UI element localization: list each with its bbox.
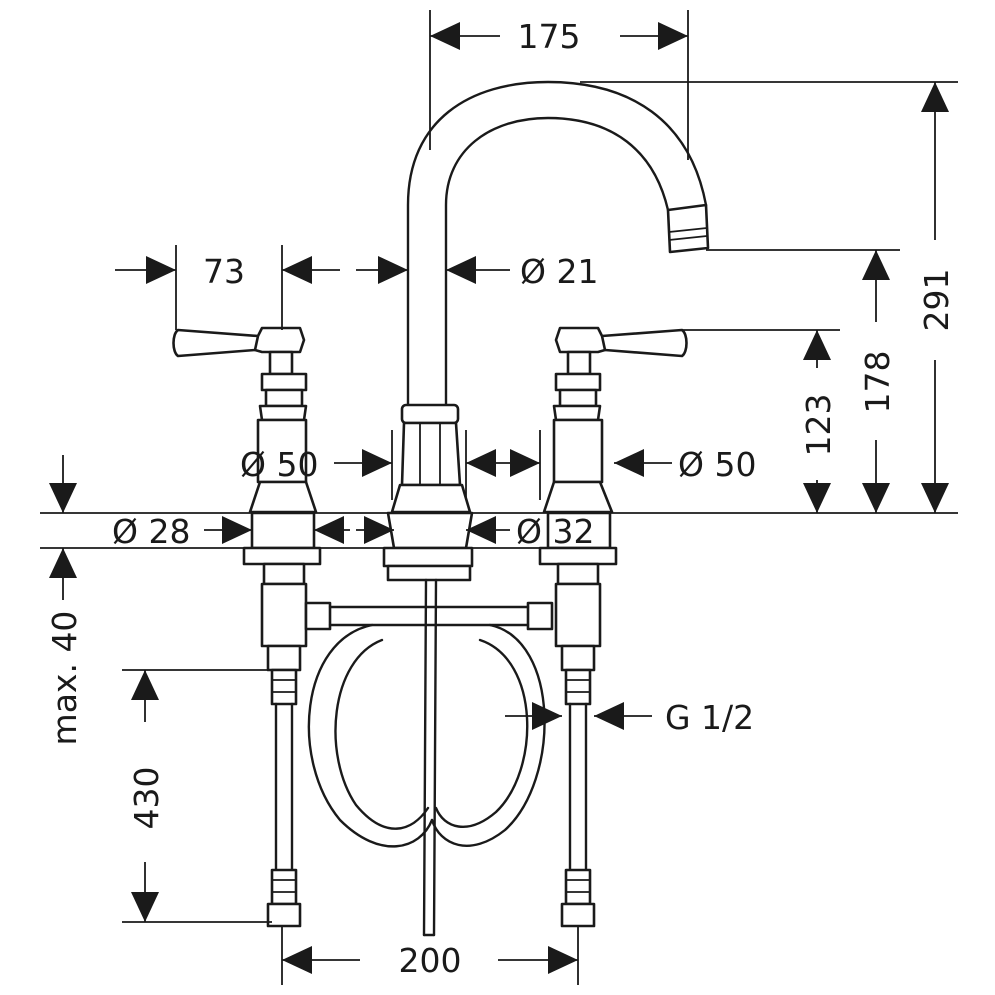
label-handle-offset: 73 — [203, 252, 245, 291]
dim-handle-height: 123 — [682, 329, 840, 513]
dim-overall-height: 291 — [580, 81, 958, 513]
dim-spout-outlet-height: 178 — [706, 249, 900, 513]
dim-handle-offset: 73 — [115, 245, 340, 330]
dim-right-valve-diameter: Ø 50 — [614, 445, 756, 484]
dim-spout-reach: 175 — [429, 10, 689, 160]
label-connection-thread: G 1/2 — [665, 698, 754, 737]
label-hose-length: 430 — [127, 767, 166, 830]
left-supply-hose — [266, 668, 302, 928]
label-left-shank-diameter: Ø 28 — [112, 512, 190, 551]
label-spout-outlet-height: 178 — [858, 351, 897, 414]
dim-hose-length: 430 — [122, 669, 272, 923]
left-lever-handle — [172, 326, 306, 376]
dim-centers-spacing: 200 — [281, 926, 579, 985]
spout-base — [382, 403, 474, 582]
right-supply-hose — [560, 668, 596, 928]
right-lever-handle — [554, 326, 688, 376]
left-valve — [172, 326, 322, 928]
dim-left-shank-diameter: Ø 28 — [112, 512, 350, 551]
connection-hoses — [304, 601, 554, 848]
spout — [382, 80, 710, 937]
label-deck-thickness: max. 40 — [45, 611, 84, 746]
right-valve — [538, 326, 688, 928]
dim-left-valve-diameter: Ø 50 — [240, 430, 393, 500]
dim-connection-thread: G 1/2 — [505, 698, 754, 737]
label-left-valve-diameter: Ø 50 — [240, 445, 318, 484]
label-spout-reach: 175 — [518, 17, 581, 56]
label-overall-height: 291 — [917, 269, 956, 332]
label-center-shank-diameter: Ø 32 — [516, 512, 594, 551]
dim-center-shank-diameter: Ø 32 — [356, 512, 594, 551]
label-handle-height: 123 — [799, 394, 838, 457]
label-centers-spacing: 200 — [399, 941, 462, 980]
label-spout-diameter: Ø 21 — [520, 252, 598, 291]
spout-aerator — [666, 203, 710, 254]
label-right-valve-diameter: Ø 50 — [678, 445, 756, 484]
dim-center-valve-arrows — [465, 430, 541, 500]
dim-spout-diameter: Ø 21 — [356, 252, 598, 291]
dim-deck-thickness: max. 40 — [45, 455, 84, 745]
